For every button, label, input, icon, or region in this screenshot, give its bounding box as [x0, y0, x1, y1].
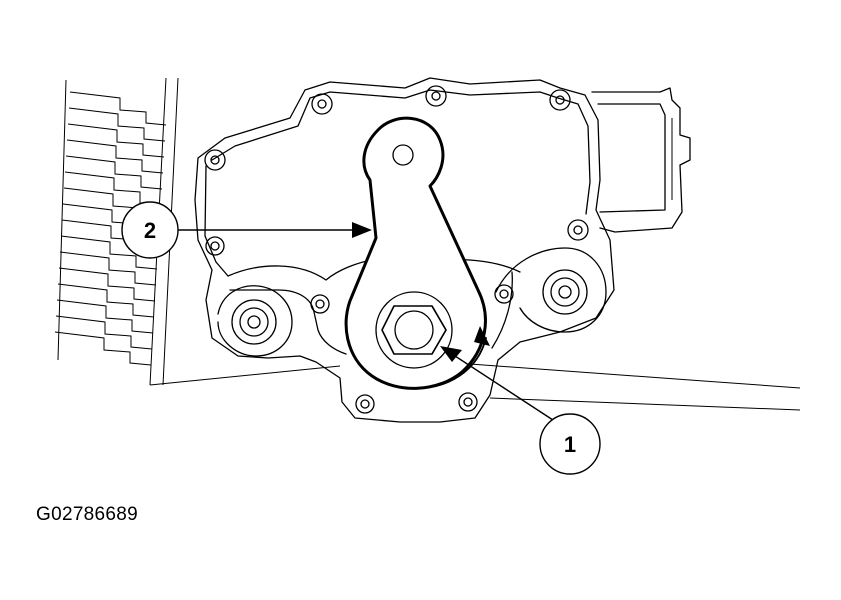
figure-id-label: G02786689: [36, 504, 139, 525]
callout-1-number: 1: [564, 432, 576, 457]
callout-1-circle: [539, 413, 601, 475]
callout-1: 1: [440, 346, 601, 475]
callout-2-number: 2: [144, 218, 156, 243]
callout-2: 2: [121, 201, 372, 259]
manual-control-lever: [344, 116, 487, 390]
callout-2-circle: [121, 201, 179, 259]
electrical-connector: [591, 87, 691, 233]
background-panel: [54, 77, 801, 411]
housing: [194, 77, 615, 423]
